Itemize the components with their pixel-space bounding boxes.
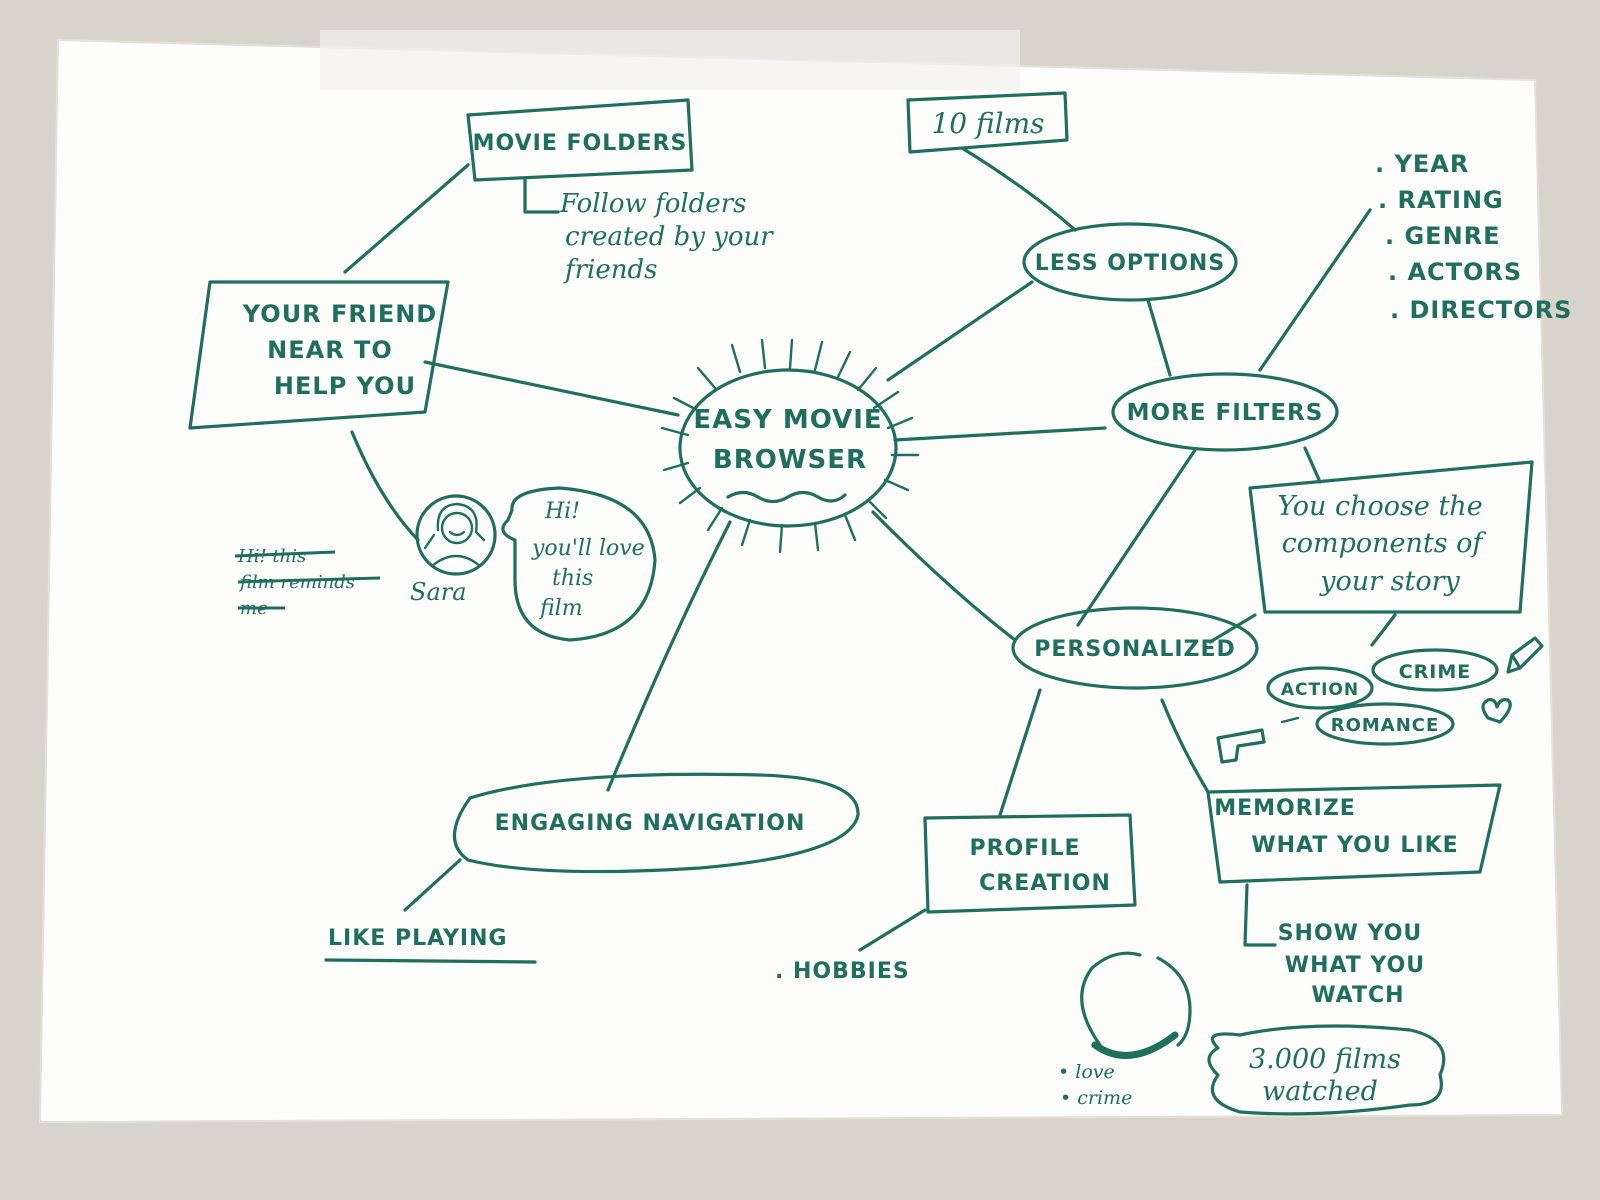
crossed-note-line2: film reminds [238,572,355,593]
genre-pills: ACTION CRIME ROMANCE [1216,636,1544,764]
genre-crime: CRIME [1399,661,1472,683]
crossed-note-line1: Hi! this [237,546,306,567]
sara-avatar [415,494,497,576]
your-friend-line3: HELP YOU [274,372,416,400]
filter-actors: . ACTORS [1388,258,1522,286]
speech-line3: this [552,566,593,591]
genre-action: ACTION [1281,680,1359,700]
choose-line3: your story [1319,566,1460,597]
engaging-navigation-label: ENGAGING NAVIGATION [495,811,806,836]
more-filters-label: MORE FILTERS [1127,400,1324,426]
center-underline-wave [726,490,847,504]
filter-rating: . RATING [1378,186,1504,214]
hobbies-label: . HOBBIES [775,959,910,984]
memorize-line1: MEMORIZE [1214,796,1356,821]
profile-creation-node: PROFILE CREATION [923,813,1137,914]
your-friend-line2: NEAR TO [267,336,393,364]
movie-folders-node: MOVIE FOLDERS [466,98,694,182]
films-watched-line2: watched [1262,1076,1378,1107]
sara-label: Sara [410,578,467,606]
ten-films-label: 10 films [931,107,1044,140]
filter-list: . YEAR . RATING . GENRE . ACTORS . DIREC… [1375,150,1572,324]
legend-love: • love [1058,1061,1115,1083]
personalized-label: PERSONALIZED [1034,637,1236,662]
films-watched-line1: 3.000 films [1249,1044,1401,1075]
show-you-line2: WHAT YOU [1285,953,1425,978]
less-options-node: LESS OPTIONS [1022,222,1238,302]
filter-genre: . GENRE [1385,222,1501,250]
like-playing-underline [324,958,537,964]
folders-note: Follow folders created by your friends [559,189,774,285]
legend-crime: • crime [1060,1087,1132,1109]
filter-year: . YEAR [1375,150,1469,178]
movie-folders-label: MOVIE FOLDERS [473,131,688,156]
genre-romance: ROMANCE [1331,715,1440,736]
choose-line1: You choose the [1277,491,1482,522]
memorize-node: MEMORIZE WHAT YOU LIKE [1206,783,1502,884]
less-options-label: LESS OPTIONS [1035,251,1225,276]
folders-note-line3: friends [563,255,658,285]
show-you-line1: SHOW YOU [1278,921,1423,946]
speech-line1: Hi! [544,499,580,524]
pencil-icon [1506,636,1544,674]
show-you-line3: WATCH [1311,983,1404,1008]
choose-components-node: You choose the components of your story [1248,460,1534,614]
donut-sketch: • love • crime [1058,951,1192,1109]
center-title-line2: BROWSER [713,445,867,475]
speech-line4: film [538,596,583,621]
show-you-note: SHOW YOU WHAT YOU WATCH [1278,921,1425,1008]
crossed-out-note: Hi! this film reminds me [234,546,381,619]
center-title-line1: EASY MOVIE [693,405,882,435]
speech-bubble: Hi! you'll love this film [501,486,657,642]
your-friend-node: YOUR FRIEND NEAR TO HELP YOU [188,280,450,430]
like-playing-label: LIKE PLAYING [328,926,508,951]
folders-note-line1: Follow folders [559,189,746,219]
engaging-navigation-node: ENGAGING NAVIGATION [452,772,860,874]
memorize-line2: WHAT YOU LIKE [1251,833,1458,858]
filter-directors: . DIRECTORS [1390,296,1572,324]
profile-line1: PROFILE [969,836,1080,861]
heart-icon [1481,698,1512,724]
ten-films-node: 10 films [906,91,1069,154]
more-filters-node: MORE FILTERS [1111,372,1339,452]
films-watched-node: 3.000 films watched [1207,1024,1446,1116]
connector-lines [343,146,1397,952]
personalized-node: PERSONALIZED [1011,606,1259,690]
speech-line2: you'll love [531,536,645,561]
paper-sheet [38,38,1564,1124]
your-friend-line1: YOUR FRIEND [242,300,437,328]
profile-line2: CREATION [979,871,1111,896]
folders-note-line2: created by your [565,222,774,252]
choose-line2: components of [1282,528,1487,559]
like-playing-node: LIKE PLAYING [324,926,537,964]
gun-icon [1216,728,1266,764]
tape-strip [320,30,1020,90]
center-node: EASY MOVIE BROWSER [660,338,920,554]
sun-rays [660,338,920,554]
